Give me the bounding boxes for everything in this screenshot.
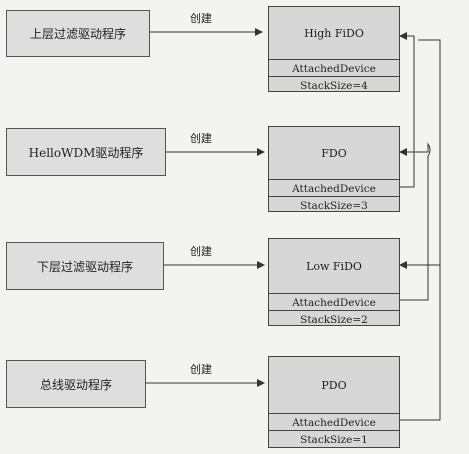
- stack-size-field: StackSize=1: [269, 430, 399, 448]
- device-name: FDO: [321, 146, 347, 160]
- device-object-low-fido: Low FiDO AttachedDevice StackSize=2: [268, 238, 400, 326]
- device-object-pdo: PDO AttachedDevice StackSize=1: [268, 356, 400, 448]
- driver-box-hellowdm: HelloWDM驱动程序: [6, 128, 166, 176]
- attached-pointer-fdo-to-highfido: [399, 32, 415, 188]
- device-name: High FiDO: [304, 26, 364, 40]
- create-label-2: 创建: [190, 132, 212, 145]
- attached-device-field: AttachedDevice: [269, 59, 399, 77]
- driver-label: 上层过滤驱动程序: [29, 27, 126, 41]
- stack-size-field: StackSize=2: [269, 310, 399, 328]
- attached-pointer-lowfido-to-fdo: [399, 142, 431, 301]
- driver-label: 总线驱动程序: [39, 377, 112, 392]
- create-label-1: 创建: [190, 12, 212, 25]
- stack-size-field: StackSize=3: [269, 196, 399, 214]
- attached-device-field: AttachedDevice: [269, 413, 399, 431]
- device-object-high-fido: High FiDO AttachedDevice StackSize=4: [268, 6, 400, 92]
- device-name: Low FiDO: [306, 259, 362, 273]
- attached-device-field: AttachedDevice: [269, 293, 399, 311]
- attached-pointer-pdo-to-lowfido: [400, 36, 440, 420]
- create-label-4: 创建: [190, 363, 212, 376]
- device-name: PDO: [321, 378, 347, 392]
- driver-box-bus: 总线驱动程序: [6, 360, 146, 408]
- attached-device-field: AttachedDevice: [269, 179, 399, 197]
- driver-label: HelloWDM驱动程序: [28, 145, 144, 160]
- attached-pointer-pdo-to-lowfido-line: [400, 39, 441, 421]
- driver-label: 下层过滤驱动程序: [36, 259, 133, 274]
- stack-size-field: StackSize=4: [269, 76, 399, 94]
- driver-box-lower-filter: 下层过滤驱动程序: [6, 242, 164, 290]
- device-object-fdo: FDO AttachedDevice StackSize=3: [268, 126, 400, 212]
- driver-box-upper-filter: 上层过滤驱动程序: [6, 10, 150, 57]
- create-label-3: 创建: [190, 245, 212, 258]
